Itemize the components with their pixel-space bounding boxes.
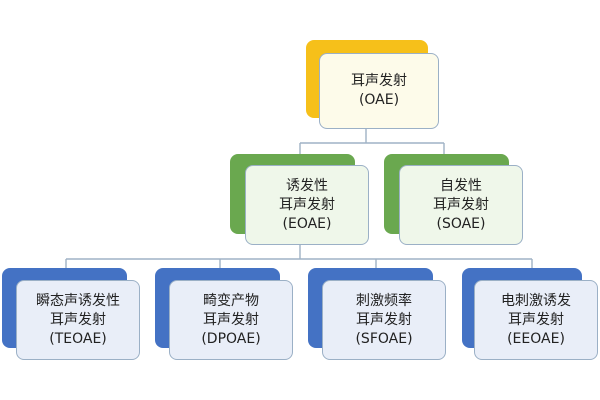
node-eeoae-abbr: (EEOAE) <box>507 330 565 347</box>
node-dpoae-abbr: (DPOAE) <box>201 330 261 347</box>
node-eeoae-box: 电刺激诱发 耳声发射 (EEOAE) <box>474 280 598 360</box>
node-sfoae-line1: 刺激频率 <box>356 292 412 309</box>
node-teoae-line1: 瞬态声诱发性 <box>36 292 120 309</box>
node-oae-box: 耳声发射 (OAE) <box>319 53 439 129</box>
node-sfoae-abbr: (SFOAE) <box>355 330 413 347</box>
node-teoae-abbr: (TEOAE) <box>49 330 107 347</box>
node-teoae-box: 瞬态声诱发性 耳声发射 (TEOAE) <box>16 280 140 360</box>
node-oae-title: 耳声发射 <box>351 73 407 89</box>
node-dpoae-line2: 耳声发射 <box>203 311 259 328</box>
node-soae-line1: 自发性 <box>440 177 482 194</box>
node-eeoae-line2: 耳声发射 <box>508 311 564 328</box>
node-oae-abbr: (OAE) <box>358 92 400 108</box>
node-dpoae-line1: 畸变产物 <box>203 292 259 309</box>
node-soae-line2: 耳声发射 <box>433 196 489 213</box>
node-sfoae-box: 刺激频率 耳声发射 (SFOAE) <box>322 280 446 360</box>
node-eeoae-line1: 电刺激诱发 <box>501 292 571 309</box>
node-soae-box: 自发性 耳声发射 (SOAE) <box>399 165 523 245</box>
node-sfoae-line2: 耳声发射 <box>356 311 412 328</box>
node-teoae-line2: 耳声发射 <box>50 311 106 328</box>
node-eoae-box: 诱发性 耳声发射 (EOAE) <box>245 165 369 245</box>
node-soae-abbr: (SOAE) <box>436 215 486 232</box>
node-eoae-abbr: (EOAE) <box>282 215 332 232</box>
node-eoae-line2: 耳声发射 <box>279 196 335 213</box>
node-eoae-line1: 诱发性 <box>286 177 328 194</box>
node-dpoae-box: 畸变产物 耳声发射 (DPOAE) <box>169 280 293 360</box>
